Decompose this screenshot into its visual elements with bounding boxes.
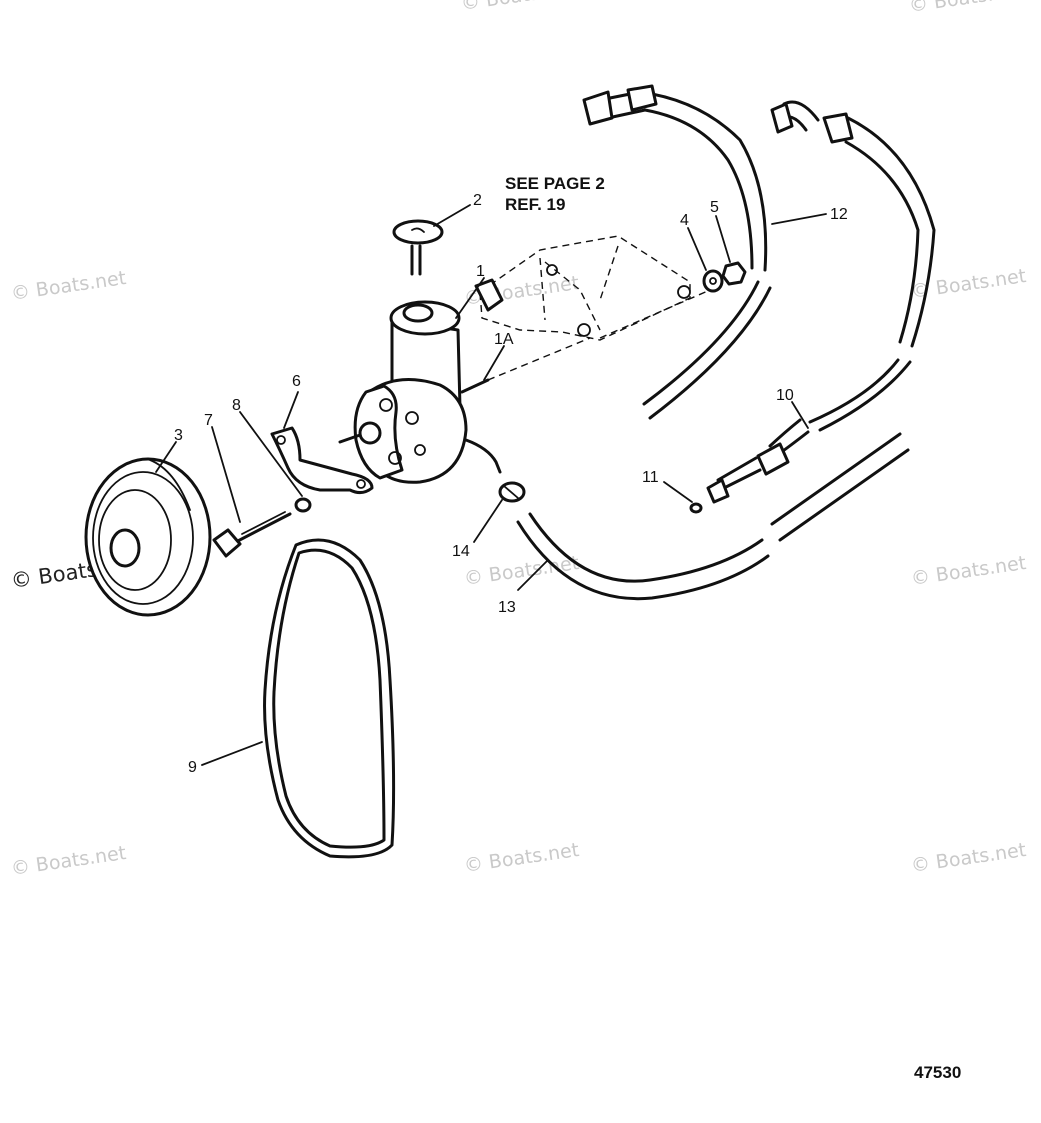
part-14-fitting — [498, 481, 526, 503]
callout-5: 5 — [710, 199, 719, 216]
part-13-hose — [516, 432, 910, 601]
watermark: © Boats.net — [908, 0, 1026, 17]
callout-3: 3 — [174, 427, 183, 444]
part-5-nut — [721, 261, 747, 286]
part-9-belt — [263, 538, 396, 859]
part-12-hose — [582, 84, 936, 432]
watermarks: © Boats.net © Boats.net © Boats.net © Bo… — [10, 0, 1028, 880]
part-8-washer — [294, 497, 312, 513]
callout-2: 2 — [473, 192, 482, 209]
watermark: © Boats.net — [463, 552, 581, 590]
callout-11: 11 — [642, 469, 659, 486]
watermark: © Boats.net — [10, 267, 128, 305]
callouts: 1 1A 2 3 4 5 6 7 8 9 10 11 12 13 14 — [174, 192, 848, 776]
part-2-cap — [392, 219, 444, 276]
part-1-pump — [338, 300, 502, 484]
callout-6: 6 — [292, 373, 301, 390]
note-line-1: SEE PAGE 2 — [505, 174, 605, 193]
leader-lines — [155, 204, 827, 766]
watermark: © Boats.net — [910, 552, 1028, 590]
part-7-bolt — [212, 511, 292, 558]
part-3-pulley — [84, 457, 212, 617]
callout-12: 12 — [830, 206, 848, 223]
reference-note: SEE PAGE 2 REF. 19 — [505, 174, 605, 214]
callout-8: 8 — [232, 397, 241, 414]
part-10-hose-fitting — [706, 418, 810, 504]
callout-13: 13 — [498, 599, 516, 616]
part-11-o-ring — [689, 502, 703, 514]
watermark: © Boats.net — [463, 839, 581, 877]
note-line-2: REF. 19 — [505, 195, 565, 214]
part-6-bracket — [270, 426, 374, 495]
callout-4: 4 — [680, 212, 689, 229]
callout-1a: 1A — [494, 331, 514, 348]
watermark: © Boats.net — [460, 0, 578, 15]
mounting-bracket — [474, 235, 711, 381]
part-4-washer — [702, 269, 724, 293]
watermark: © Boats.net — [10, 842, 128, 880]
callout-10: 10 — [776, 387, 794, 404]
figure-number: 47530 — [914, 1063, 961, 1082]
callout-9: 9 — [188, 759, 197, 776]
callout-7: 7 — [204, 412, 213, 429]
watermark: © Boats.net — [910, 839, 1028, 877]
callout-14: 14 — [452, 543, 470, 560]
callout-1: 1 — [476, 263, 485, 280]
